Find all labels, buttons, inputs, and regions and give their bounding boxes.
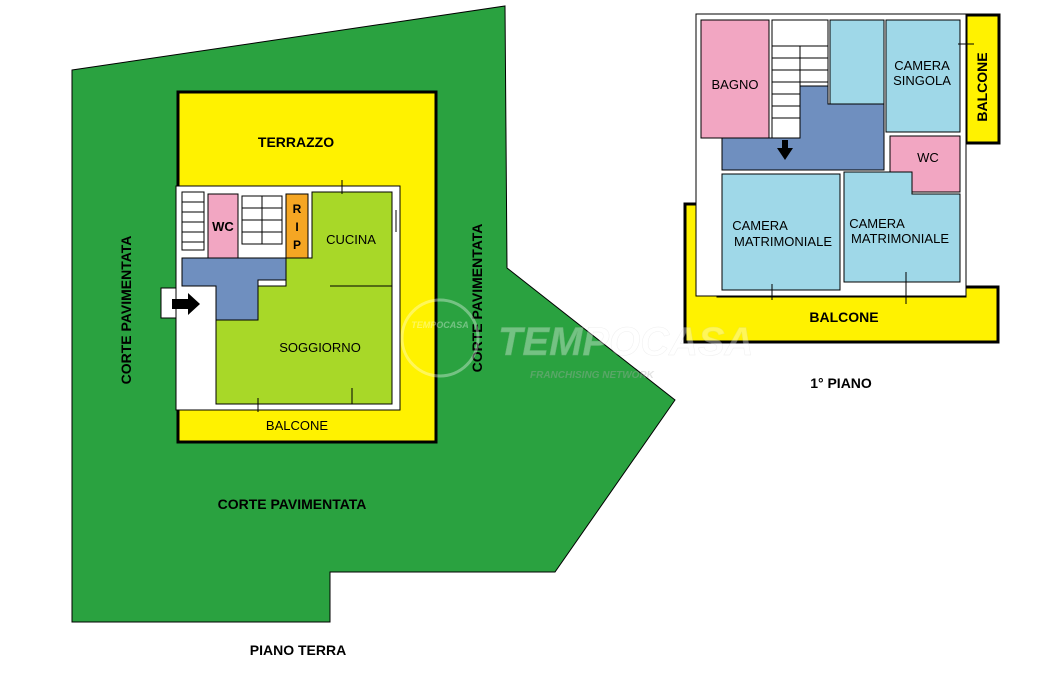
balcony-side-area bbox=[964, 13, 1001, 145]
storage-letter-p: P bbox=[293, 238, 301, 252]
bedroom-a-label-2: MATRIMONIALE bbox=[734, 234, 832, 249]
bedroom-b-label-2: MATRIMONIALE bbox=[851, 231, 949, 246]
bathroom-room bbox=[700, 19, 770, 139]
bedroom-b-label-1: CAMERA bbox=[849, 216, 905, 231]
ground-floor-plan: TERRAZZO WC R I P CUCINA SOGGIORNO BALCO… bbox=[71, 5, 676, 658]
single-room bbox=[885, 19, 961, 133]
watermark-brand: TEMPOCASA bbox=[498, 320, 754, 364]
watermark-tagline: FRANCHISING NETWORK bbox=[530, 370, 655, 381]
courtyard-bottom-label: CORTE PAVIMENTATA bbox=[218, 496, 367, 512]
bathroom-label: BAGNO bbox=[712, 77, 759, 92]
kitchen-living-area bbox=[215, 191, 393, 405]
living-label: SOGGIORNO bbox=[279, 340, 361, 355]
balcony-bottom-label: BALCONE bbox=[809, 309, 878, 325]
terrace-label: TERRAZZO bbox=[258, 134, 334, 150]
balcony-side-label: BALCONE bbox=[974, 52, 990, 121]
wc-first-label: WC bbox=[917, 150, 939, 165]
entrance-arrow-icon bbox=[172, 293, 200, 315]
single-room-label-2: SINGOLA bbox=[893, 73, 951, 88]
ground-floor-caption: PIANO TERRA bbox=[250, 642, 346, 658]
wc-ground-label: WC bbox=[212, 219, 234, 234]
stairs-down-arrow-icon bbox=[777, 140, 793, 160]
watermark: TEMPOCASA TEMPOCASA FRANCHISING NETWORK bbox=[400, 298, 754, 381]
watermark-logo-icon bbox=[400, 298, 480, 378]
balcony-ground-label: BALCONE bbox=[266, 418, 328, 433]
bedroom-b bbox=[843, 171, 961, 283]
courtyard-right-label: CORTE PAVIMENTATA bbox=[469, 224, 485, 373]
first-floor-caption: 1° PIANO bbox=[810, 375, 872, 391]
stairs-ground bbox=[181, 191, 283, 251]
courtyard-left-label: CORTE PAVIMENTATA bbox=[118, 236, 134, 385]
storage-letter-r: R bbox=[293, 202, 302, 216]
watermark-logo-text: TEMPOCASA bbox=[411, 320, 469, 330]
kitchen-label: CUCINA bbox=[326, 232, 376, 247]
wc-ground bbox=[207, 193, 239, 259]
bedroom-a-label-1: CAMERA bbox=[732, 218, 788, 233]
closet-area bbox=[829, 19, 885, 105]
bedroom-a bbox=[721, 173, 841, 291]
single-room-label-1: CAMERA bbox=[894, 58, 950, 73]
hallway-first bbox=[721, 85, 885, 171]
first-floor-plan: BAGNO CAMERA SINGOLA BALCONE WC CAMERA M… bbox=[683, 13, 1001, 391]
storage-letter-i: I bbox=[295, 220, 298, 234]
